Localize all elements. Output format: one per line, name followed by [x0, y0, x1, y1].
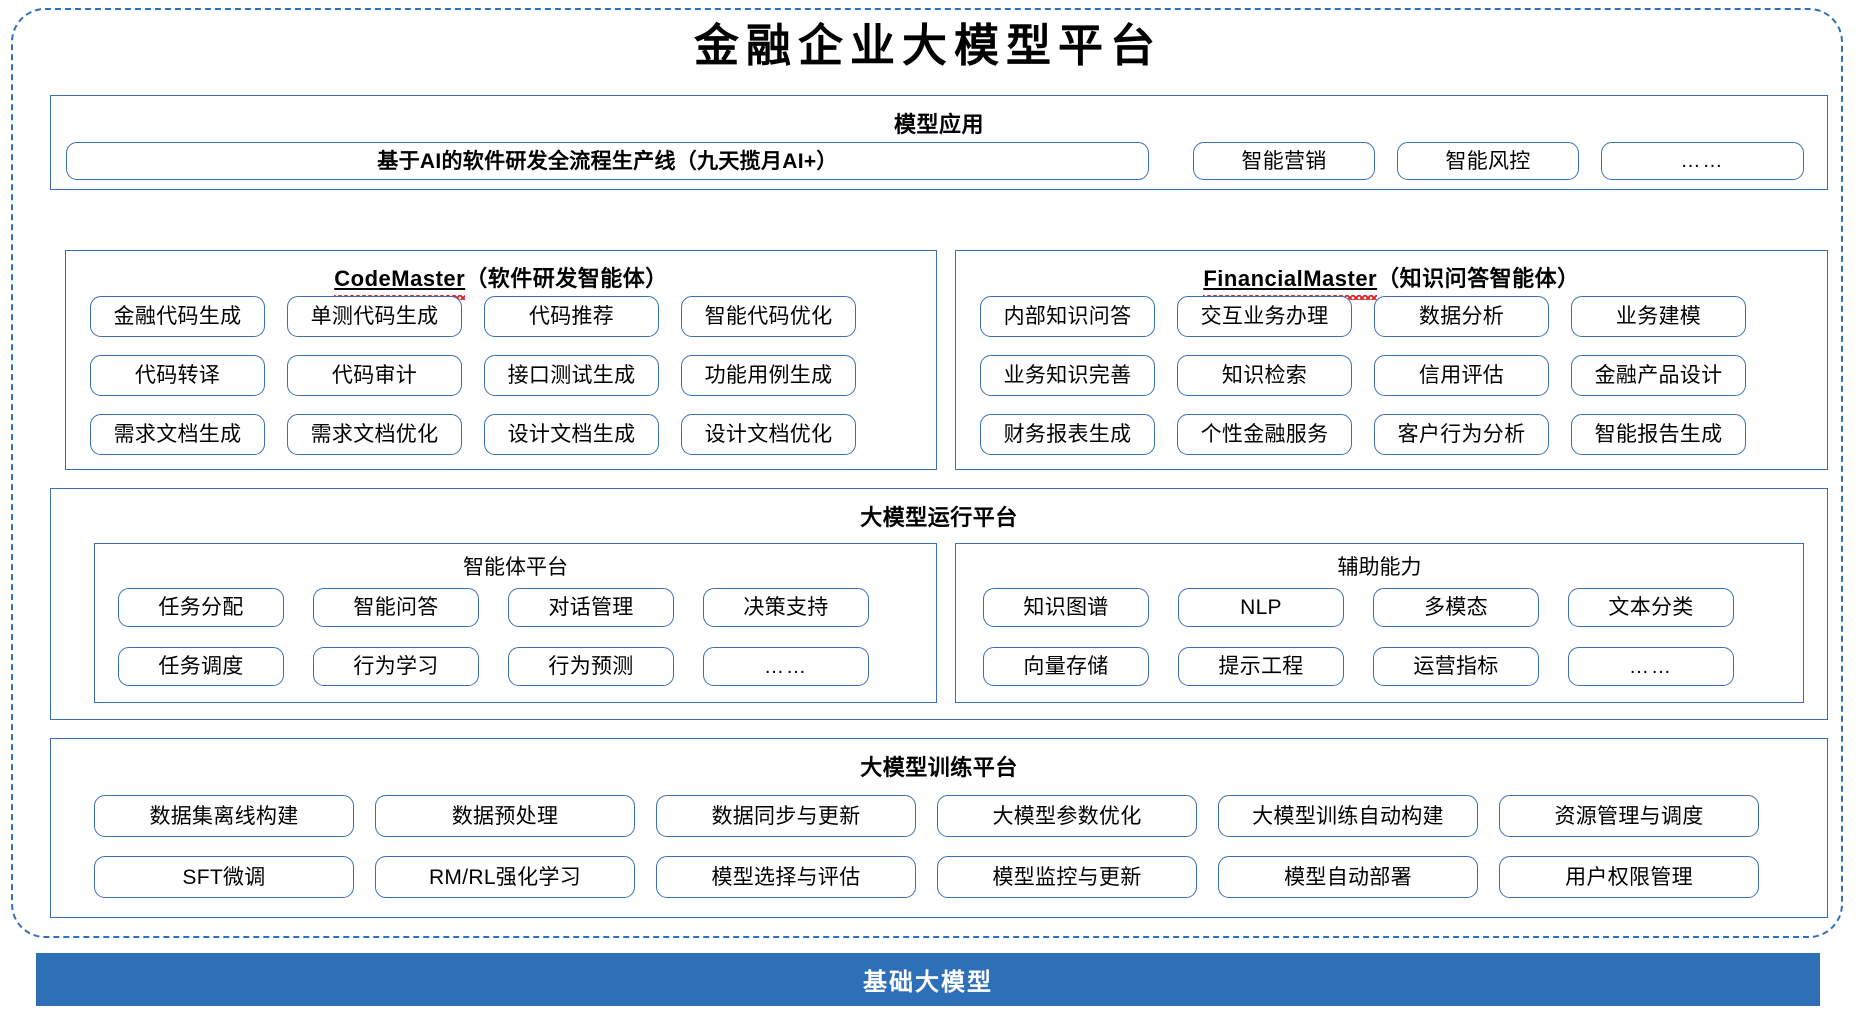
subpanel-auxiliary-capability-title: 辅助能力 — [1337, 556, 1422, 579]
training-item[interactable]: 资源管理与调度 — [1499, 795, 1759, 837]
section-runtime-platform-title: 大模型运行平台 — [860, 505, 1018, 530]
agent-platform-row-2: 任务调度 行为学习 行为预测 …… — [118, 647, 869, 686]
auxiliary-capability-item[interactable]: 知识图谱 — [983, 588, 1149, 627]
codemaster-item[interactable]: 单测代码生成 — [287, 296, 462, 337]
training-item[interactable]: 大模型训练自动构建 — [1218, 795, 1478, 837]
app-item-smart-marketing[interactable]: 智能营销 — [1193, 142, 1375, 180]
base-model-bar: 基础大模型 — [36, 953, 1820, 1006]
auxiliary-capability-row-1: 知识图谱 NLP 多模态 文本分类 — [983, 588, 1734, 627]
training-item[interactable]: 数据集离线构建 — [94, 795, 354, 837]
codemaster-item[interactable]: 代码推荐 — [484, 296, 659, 337]
codemaster-item[interactable]: 功能用例生成 — [681, 355, 856, 396]
codemaster-item[interactable]: 设计文档优化 — [681, 414, 856, 455]
app-item-ai-pipeline[interactable]: 基于AI的软件研发全流程生产线（九天揽月AI+） — [66, 142, 1149, 180]
financialmaster-row-1: 内部知识问答 交互业务办理 数据分析 业务建模 — [980, 296, 1746, 337]
agent-platform-item[interactable]: 任务分配 — [118, 588, 284, 627]
financialmaster-row-2: 业务知识完善 知识检索 信用评估 金融产品设计 — [980, 355, 1746, 396]
financialmaster-item[interactable]: 内部知识问答 — [980, 296, 1155, 337]
training-item[interactable]: RM/RL强化学习 — [375, 856, 635, 898]
agent-platform-item[interactable]: 行为预测 — [508, 647, 674, 686]
financialmaster-item[interactable]: 客户行为分析 — [1374, 414, 1549, 455]
subpanel-agent-platform-title: 智能体平台 — [463, 556, 568, 579]
auxiliary-capability-item[interactable]: 向量存储 — [983, 647, 1149, 686]
financialmaster-item[interactable]: 数据分析 — [1374, 296, 1549, 337]
training-item[interactable]: 模型自动部署 — [1218, 856, 1478, 898]
agent-platform-item[interactable]: 决策支持 — [703, 588, 869, 627]
app-item-smart-risk-control[interactable]: 智能风控 — [1397, 142, 1579, 180]
auxiliary-capability-row-2: 向量存储 提示工程 运营指标 …… — [983, 647, 1734, 686]
financialmaster-item[interactable]: 智能报告生成 — [1571, 414, 1746, 455]
codemaster-item[interactable]: 金融代码生成 — [90, 296, 265, 337]
codemaster-item[interactable]: 代码审计 — [287, 355, 462, 396]
training-item[interactable]: SFT微调 — [94, 856, 354, 898]
codemaster-name-label: CodeMaster — [334, 266, 466, 300]
financialmaster-item[interactable]: 信用评估 — [1374, 355, 1549, 396]
financialmaster-item[interactable]: 财务报表生成 — [980, 414, 1155, 455]
auxiliary-capability-item[interactable]: 文本分类 — [1568, 588, 1734, 627]
training-item[interactable]: 用户权限管理 — [1499, 856, 1759, 898]
training-item[interactable]: 数据预处理 — [375, 795, 635, 837]
auxiliary-capability-item[interactable]: 运营指标 — [1373, 647, 1539, 686]
training-item[interactable]: 模型选择与评估 — [656, 856, 916, 898]
training-item[interactable]: 模型监控与更新 — [937, 856, 1197, 898]
section-training-platform-title: 大模型训练平台 — [860, 755, 1018, 780]
page-title: 金融企业大模型平台 — [693, 21, 1162, 71]
agent-platform-row-1: 任务分配 智能问答 对话管理 决策支持 — [118, 588, 869, 627]
codemaster-item[interactable]: 设计文档生成 — [484, 414, 659, 455]
agent-platform-item[interactable]: 对话管理 — [508, 588, 674, 627]
training-row-1: 数据集离线构建 数据预处理 数据同步与更新 大模型参数优化 大模型训练自动构建 … — [94, 795, 1759, 837]
financialmaster-name-label: FinancialMaster — [1203, 266, 1378, 300]
financialmaster-row-3: 财务报表生成 个性金融服务 客户行为分析 智能报告生成 — [980, 414, 1746, 455]
codemaster-row-1: 金融代码生成 单测代码生成 代码推荐 智能代码优化 — [90, 296, 856, 337]
codemaster-suffix-label: （软件研发智能体） — [465, 266, 668, 291]
codemaster-row-3: 需求文档生成 需求文档优化 设计文档生成 设计文档优化 — [90, 414, 856, 455]
model-application-items: 基于AI的软件研发全流程生产线（九天揽月AI+） 智能营销 智能风控 …… — [66, 142, 1804, 180]
agent-platform-item[interactable]: 智能问答 — [313, 588, 479, 627]
codemaster-item[interactable]: 需求文档优化 — [287, 414, 462, 455]
auxiliary-capability-item-more[interactable]: …… — [1568, 647, 1734, 686]
codemaster-item[interactable]: 需求文档生成 — [90, 414, 265, 455]
agent-platform-item-more[interactable]: …… — [703, 647, 869, 686]
agent-platform-item[interactable]: 任务调度 — [118, 647, 284, 686]
training-item[interactable]: 大模型参数优化 — [937, 795, 1197, 837]
base-model-label: 基础大模型 — [863, 969, 993, 996]
training-item[interactable]: 数据同步与更新 — [656, 795, 916, 837]
financialmaster-item[interactable]: 交互业务办理 — [1177, 296, 1352, 337]
section-financialmaster-title: FinancialMaster（知识问答智能体） — [956, 261, 1827, 300]
auxiliary-capability-item[interactable]: NLP — [1178, 588, 1344, 627]
training-row-2: SFT微调 RM/RL强化学习 模型选择与评估 模型监控与更新 模型自动部署 用… — [94, 856, 1759, 898]
section-model-application-title: 模型应用 — [893, 112, 984, 137]
codemaster-item[interactable]: 接口测试生成 — [484, 355, 659, 396]
codemaster-item[interactable]: 智能代码优化 — [681, 296, 856, 337]
financialmaster-suffix-label: （知识问答智能体） — [1377, 266, 1580, 291]
financialmaster-item[interactable]: 业务知识完善 — [980, 355, 1155, 396]
section-codemaster-title: CodeMaster（软件研发智能体） — [66, 261, 936, 300]
financialmaster-item[interactable]: 金融产品设计 — [1571, 355, 1746, 396]
financialmaster-item[interactable]: 知识检索 — [1177, 355, 1352, 396]
financialmaster-item[interactable]: 个性金融服务 — [1177, 414, 1352, 455]
auxiliary-capability-item[interactable]: 多模态 — [1373, 588, 1539, 627]
agent-platform-item[interactable]: 行为学习 — [313, 647, 479, 686]
auxiliary-capability-item[interactable]: 提示工程 — [1178, 647, 1344, 686]
app-item-more[interactable]: …… — [1601, 142, 1804, 180]
codemaster-row-2: 代码转译 代码审计 接口测试生成 功能用例生成 — [90, 355, 856, 396]
codemaster-item[interactable]: 代码转译 — [90, 355, 265, 396]
financialmaster-item[interactable]: 业务建模 — [1571, 296, 1746, 337]
